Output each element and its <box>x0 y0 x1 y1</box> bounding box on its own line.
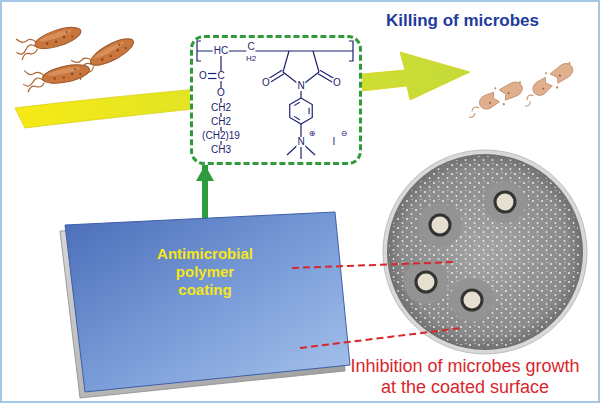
callout-label: Inhibition of microbes growth at the coa… <box>345 356 585 398</box>
result-label: Killing of microbes <box>386 11 576 31</box>
formula-text: N <box>296 81 305 91</box>
ring-double-bond <box>309 108 310 115</box>
structure-box: HCCH2ONOCOOCH2CH2(CH2)19CH3N⊕I⊖ <box>190 35 362 165</box>
formula-text: O <box>216 88 226 98</box>
chemical-bond <box>283 51 289 72</box>
formula-text: C <box>246 42 255 52</box>
formula-text: H2 <box>245 55 257 63</box>
polymer-bracket <box>349 41 353 61</box>
formula-text: HC <box>213 46 229 56</box>
formula-text: CH2 <box>210 103 232 113</box>
benzene-ring <box>290 98 313 124</box>
formula-text: O <box>198 71 208 81</box>
plate-outline <box>55 205 355 400</box>
petri-dish <box>383 150 587 354</box>
formula-text: I <box>332 137 337 147</box>
formula-text: C <box>216 71 225 81</box>
formula-text: O <box>332 78 342 88</box>
plate-surface <box>65 212 350 392</box>
bacteria <box>12 19 137 93</box>
killed-bacteria <box>462 57 578 120</box>
formula-text: (CH2)19 <box>201 131 241 141</box>
coating-plate: Antimicrobial polymer coating <box>55 205 355 400</box>
ring-double-bond <box>294 116 300 119</box>
formula-text: O <box>261 78 271 88</box>
ring-double-bond <box>294 102 300 105</box>
formula-text: ⊕ <box>308 130 317 138</box>
formula-text: N <box>296 137 305 147</box>
formula-text: CH3 <box>210 145 232 155</box>
flow-arrow <box>202 165 208 220</box>
polymer-bracket <box>197 41 201 61</box>
formula-text: CH2 <box>210 117 232 127</box>
formula-text: ⊖ <box>340 130 349 138</box>
node-label: Antimicrobial polymer coating <box>149 245 261 299</box>
chemical-bond <box>313 51 319 72</box>
